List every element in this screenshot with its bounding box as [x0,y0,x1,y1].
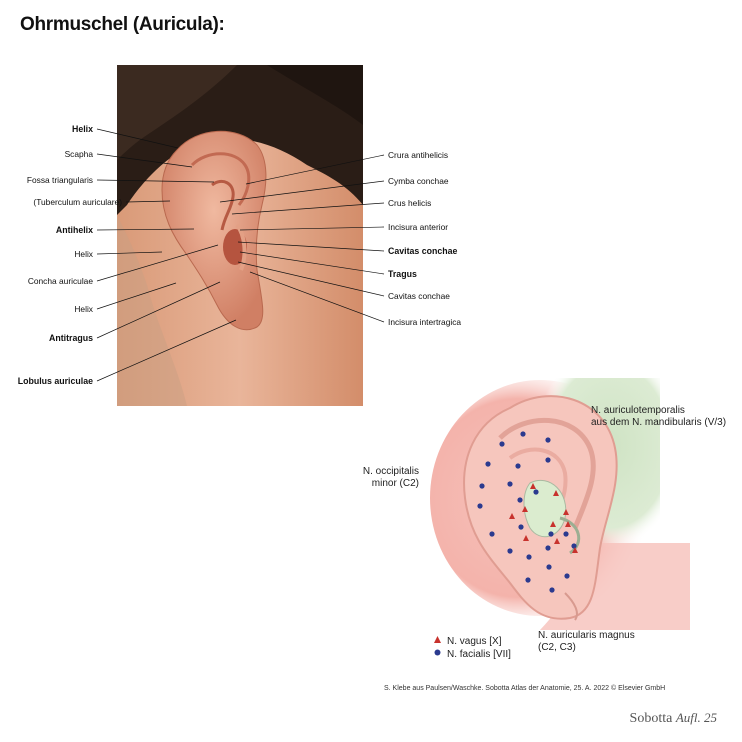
label-cavitas-conchae: Cavitas conchae [388,246,458,256]
legend-item-facialis: N. facialis [VII] [433,648,511,661]
label-cavitas-conchae-2: Cavitas conchae [388,291,450,301]
label-n-occipitalis-minor: N. occipitalis minor (C2) [362,466,419,489]
dot-icon [433,648,443,661]
label-helix-3: Helix [74,304,93,314]
legend: N. vagus [X] N. facialis [VII] [433,635,511,661]
label-crura-antihelicis: Crura antihelicis [388,150,449,160]
label-fossa-triangularis: Fossa triangularis [26,175,93,185]
label-crus-helicis: Crus helicis [388,198,432,208]
label-tuberculum-auriculare: (Tuberculum auriculare) [33,197,122,207]
ear-photo [117,65,363,406]
label-lobulus-auriculae: Lobulus auriculae [17,376,93,386]
vagus-triangles [509,483,578,553]
brand-name: Sobotta [629,711,673,726]
label-n-auriculotemporalis: N. auriculotemporalis aus dem N. mandibu… [591,405,727,428]
brand-footer: Sobotta Aufl. 25 [630,710,717,727]
label-n-auricularis-magnus: N. auricularis magnus (C2, C3) [538,630,635,653]
label-scapha: Scapha [64,149,93,159]
label-helix-2: Helix [74,249,93,259]
legend-label-facialis: N. facialis [VII] [447,648,511,660]
copyright-credit: S. Klebe aus Paulsen/Waschke. Sobotta At… [384,685,666,692]
label-helix: Helix [71,124,93,134]
label-concha-auriculae: Concha auriculae [27,276,93,286]
label-cymba-conchae: Cymba conchae [388,176,449,186]
page-title: Ohrmuschel (Auricula): [20,14,225,35]
label-incisura-intertragica: Incisura intertragica [388,317,462,327]
triangle-icon [433,635,443,648]
label-tragus: Tragus [388,269,417,279]
label-antitragus: Antitragus [49,333,93,343]
label-antihelix: Antihelix [55,225,93,235]
legend-label-vagus: N. vagus [X] [447,635,502,647]
label-incisura-anterior: Incisura anterior [388,222,449,232]
brand-edition: Aufl. 25 [675,710,717,725]
legend-item-vagus: N. vagus [X] [433,635,511,648]
facialis-dots [477,431,577,593]
innervation-diagram [430,378,690,630]
